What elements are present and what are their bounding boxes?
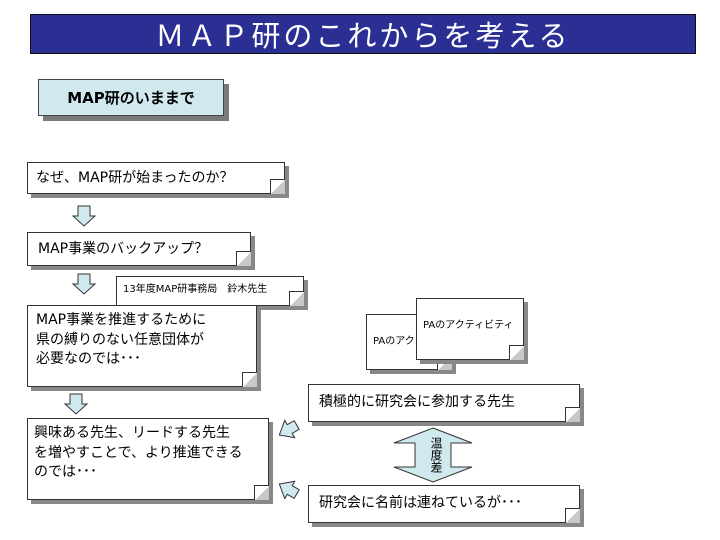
flow-box-backup-text: MAP事業のバックアップ？: [38, 241, 209, 257]
pa-note-back-text: PAのアク: [373, 336, 415, 347]
temperature-difference-label: 温度差: [429, 437, 443, 473]
diagonal-arrow-icon: [278, 419, 300, 439]
pa-note-front: PAのアクティビティ: [416, 298, 524, 360]
down-arrow-icon: [72, 205, 96, 227]
flow-box-increase-line: 興味ある先生、リードする先生: [34, 425, 230, 441]
flow-box-why: なぜ、MAP研が始まったのか？: [27, 162, 285, 194]
flow-box-backup: MAP事業のバックアップ？: [27, 232, 251, 266]
note-secretariat: 13年度MAP研事務局 鈴木先生: [116, 276, 304, 306]
teachers-nominal-box: 研究会に名前は連ねているが･･･: [308, 485, 580, 523]
page-title: ＭＡＰ研のこれからを考える: [30, 14, 696, 54]
flow-box-increase: 興味ある先生、リードする先生 を増やすことで、より推進できる のでは･･･: [27, 418, 269, 500]
flow-box-increase-line: を増やすことで、より推進できる: [34, 444, 243, 461]
down-arrow-icon: [64, 393, 88, 415]
section-label: MAP研のいままで: [38, 79, 224, 116]
down-arrow-icon: [72, 273, 96, 295]
flow-box-promote-line: 県の縛りのない任意団体が: [36, 331, 204, 348]
flow-box-increase-line: のでは･･･: [34, 464, 97, 481]
double-arrow-icon: [393, 427, 473, 483]
flow-box-promote-line: MAP事業を推進するために: [36, 312, 207, 328]
teachers-nominal-text: 研究会に名前は連ねているが･･･: [319, 495, 522, 511]
pa-note-front-text: PAのアクティビティ: [423, 320, 514, 331]
diagonal-arrow-icon: [278, 480, 300, 499]
flow-box-promote: MAP事業を推進するために 県の縛りのない任意団体が 必要なのでは･･･: [27, 305, 257, 387]
note-secretariat-text: 13年度MAP研事務局 鈴木先生: [123, 284, 268, 295]
teachers-active-text: 積極的に研究会に参加する先生: [319, 394, 515, 410]
flow-box-promote-line: 必要なのでは･･･: [36, 351, 141, 368]
flow-box-why-text: なぜ、MAP研が始まったのか？: [36, 170, 234, 186]
teachers-active-box: 積極的に研究会に参加する先生: [308, 384, 580, 422]
